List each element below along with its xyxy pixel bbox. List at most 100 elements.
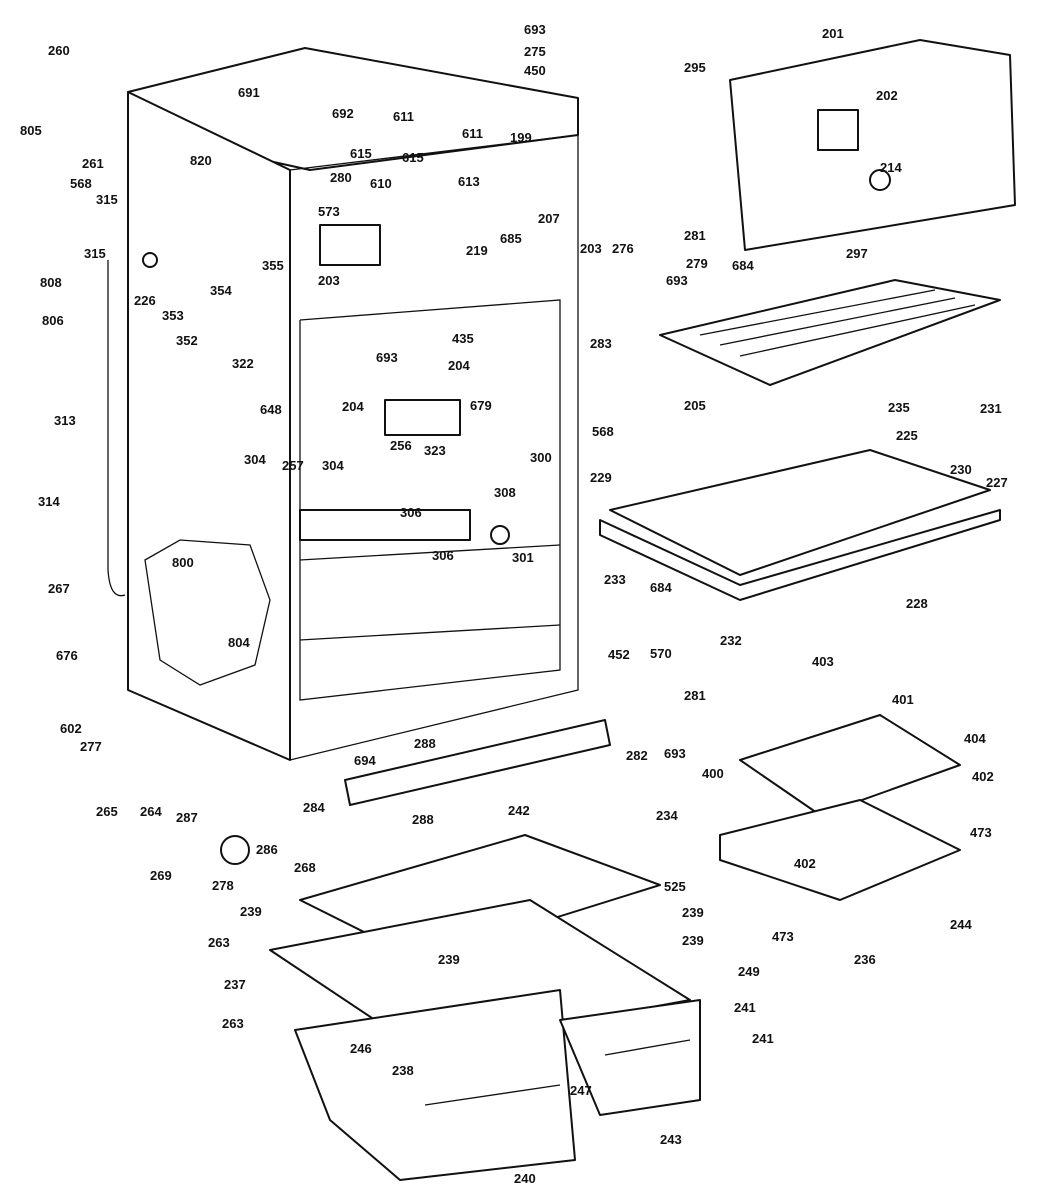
- callout-label: 313: [54, 413, 76, 428]
- callout-label: 694: [354, 753, 376, 768]
- callout-label: 234: [656, 808, 678, 823]
- callout-label: 611: [393, 109, 414, 124]
- callout-label: 261: [82, 156, 104, 171]
- callout-label: 238: [392, 1063, 414, 1078]
- callout-label: 684: [650, 580, 672, 595]
- callout-label: 452: [608, 647, 630, 662]
- callout-label: 226: [134, 293, 156, 308]
- callout-label: 805: [20, 123, 42, 138]
- callout-label: 283: [590, 336, 612, 351]
- callout-label: 277: [80, 739, 102, 754]
- callout-label: 236: [854, 952, 876, 967]
- callout-label: 615: [350, 146, 372, 161]
- callout-label: 525: [664, 879, 686, 894]
- callout-label: 602: [60, 721, 82, 736]
- small-part: [142, 252, 158, 268]
- callout-label: 693: [524, 22, 546, 37]
- callout-label: 243: [660, 1132, 682, 1147]
- callout-label: 204: [448, 358, 470, 373]
- callout-label: 570: [650, 646, 672, 661]
- callout-label: 402: [972, 769, 994, 784]
- shelf-wire: [719, 297, 956, 346]
- fresh-food-liner: [299, 299, 561, 701]
- callout-label: 281: [684, 228, 706, 243]
- callout-label: 279: [686, 256, 708, 271]
- shelf-wire: [739, 304, 976, 357]
- callout-label: 265: [96, 804, 118, 819]
- glass-shelf-small: [739, 714, 961, 816]
- callout-label: 306: [400, 505, 422, 520]
- callout-label: 306: [432, 548, 454, 563]
- callout-label: 280: [330, 170, 352, 185]
- callout-label: 284: [303, 800, 325, 815]
- callout-label: 435: [452, 331, 474, 346]
- callout-label: 400: [702, 766, 724, 781]
- crisper-frame: [719, 799, 961, 901]
- callout-label: 202: [876, 88, 898, 103]
- light-shield: [817, 109, 859, 151]
- callout-label: 225: [896, 428, 918, 443]
- callout-label: 264: [140, 804, 162, 819]
- callout-label: 693: [376, 350, 398, 365]
- callout-label: 308: [494, 485, 516, 500]
- callout-label: 300: [530, 450, 552, 465]
- callout-label: 352: [176, 333, 198, 348]
- callout-label: 613: [458, 174, 480, 189]
- callout-label: 231: [980, 401, 1002, 416]
- callout-label: 256: [390, 438, 412, 453]
- callout-label: 235: [888, 400, 910, 415]
- valve-detail-outline: [144, 539, 271, 686]
- callout-label: 684: [732, 258, 754, 273]
- drain-tube: [107, 260, 126, 597]
- callout-label: 685: [500, 231, 522, 246]
- callout-label: 249: [738, 964, 760, 979]
- callout-label: 648: [260, 402, 282, 417]
- callout-label: 355: [262, 258, 284, 273]
- callout-label: 615: [402, 150, 424, 165]
- control-bracket: [299, 509, 471, 541]
- shelf-wire: [699, 289, 936, 336]
- callout-label: 267: [48, 581, 70, 596]
- callout-label: 203: [580, 241, 602, 256]
- callout-label: 229: [590, 470, 612, 485]
- callout-label: 353: [162, 308, 184, 323]
- callout-label: 323: [424, 443, 446, 458]
- crisper-frame-large: [269, 899, 691, 1051]
- liner-floor: [299, 624, 561, 641]
- callout-label: 205: [684, 398, 706, 413]
- callout-label: 676: [56, 648, 78, 663]
- callout-label: 199: [510, 130, 532, 145]
- liner-step: [299, 544, 561, 561]
- callout-label: 691: [238, 85, 260, 100]
- rear-panel: [729, 39, 1016, 251]
- callout-label: 242: [508, 803, 530, 818]
- callout-label: 241: [734, 1000, 756, 1015]
- glass-shelf: [609, 449, 991, 576]
- callout-label: 573: [318, 204, 340, 219]
- callout-label: 314: [38, 494, 60, 509]
- callout-label: 228: [906, 596, 928, 611]
- callout-label: 257: [282, 458, 304, 473]
- callout-label: 239: [682, 905, 704, 920]
- callout-label: 611: [462, 126, 483, 141]
- roller-wheel: [220, 835, 250, 865]
- callout-label: 287: [176, 810, 198, 825]
- callout-label: 241: [752, 1031, 774, 1046]
- callout-label: 808: [40, 275, 62, 290]
- callout-label: 354: [210, 283, 232, 298]
- cabinet-rear-edge: [289, 134, 579, 761]
- callout-label: 679: [470, 398, 492, 413]
- callout-label: 278: [212, 878, 234, 893]
- callout-label: 219: [466, 243, 488, 258]
- callout-label: 693: [664, 746, 686, 761]
- pan-handle: [604, 1039, 691, 1056]
- callout-label: 322: [232, 356, 254, 371]
- callout-label: 315: [84, 246, 106, 261]
- callout-label: 240: [514, 1171, 536, 1186]
- callout-label: 227: [986, 475, 1008, 490]
- callout-label: 201: [822, 26, 844, 41]
- callout-label: 288: [414, 736, 436, 751]
- callout-label: 247: [570, 1083, 592, 1098]
- callout-label: 404: [964, 731, 986, 746]
- callout-label: 269: [150, 868, 172, 883]
